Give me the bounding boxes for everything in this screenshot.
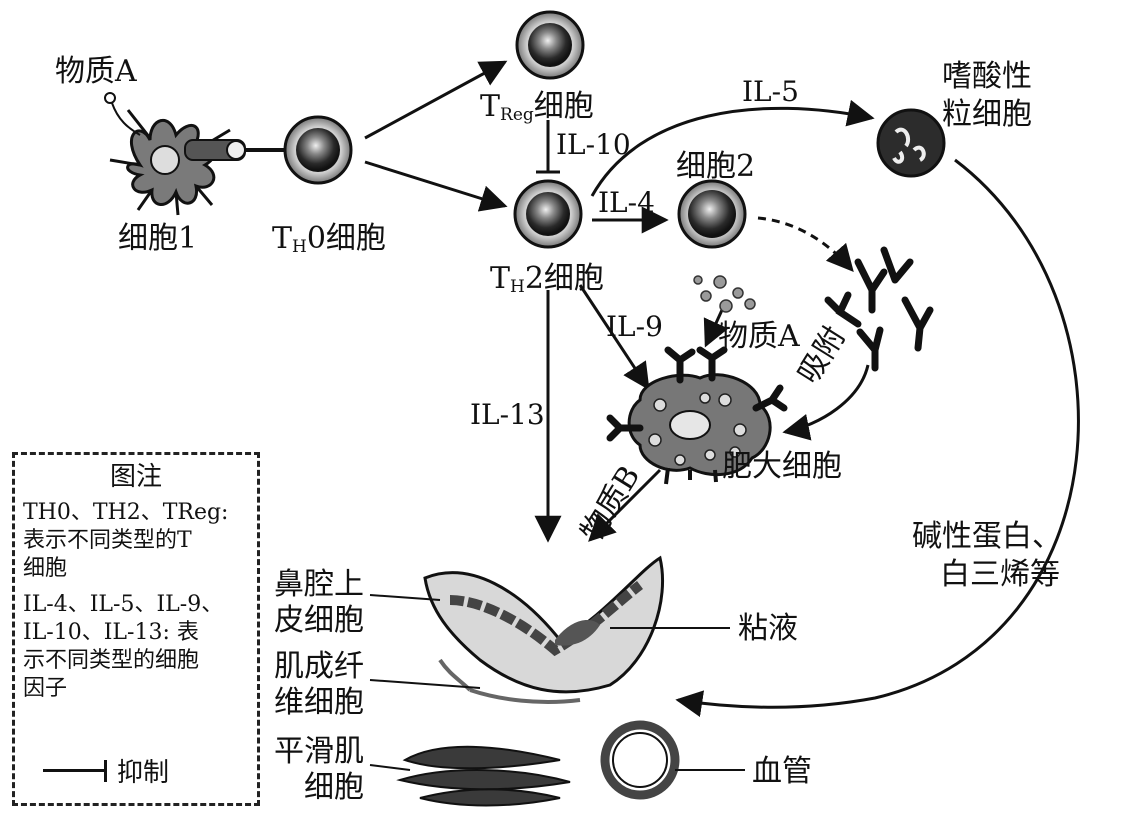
legend-cytokines: IL-4、IL-5、IL-9、 IL-10、IL-13: 表 示不同类型的细胞 … (23, 591, 249, 703)
nasal-epithelium (423, 555, 665, 704)
label-th0-cell: TH0细胞 (272, 221, 386, 258)
th2-cell (513, 179, 583, 249)
label-substance-a-mid: 物质A (718, 319, 800, 354)
label-th2-cell: TH2细胞 (490, 261, 604, 298)
inhibit-symbol-icon (43, 760, 107, 782)
legend-p2-line4: 因子 (23, 676, 68, 701)
legend-p2-line1: IL-4、IL-5、IL-9、 (23, 592, 224, 617)
legend-p1-line1: TH0、TH2、TReg: (23, 500, 229, 525)
label-il-9: IL-9 (606, 310, 663, 343)
label-eosinophil-line1: 嗜酸性 (942, 59, 1032, 94)
substance-a-particles (693, 275, 756, 313)
label-treg-cell: TReg细胞 (480, 89, 594, 126)
legend-inhibit: 抑制 (43, 752, 169, 789)
legend-p1-line3: 细胞 (23, 556, 68, 581)
label-fibroblast-line1: 肌成纤 (274, 649, 364, 684)
label-nasal-epithelium-line1: 鼻腔上 (274, 567, 364, 602)
legend-inhibit-label: 抑制 (117, 758, 170, 788)
legend-cell-types: TH0、TH2、TReg: 表示不同类型的T 细胞 (23, 499, 249, 583)
label-fibroblast-line2: 维细胞 (274, 685, 364, 720)
label-nasal-epithelium-line2: 皮细胞 (274, 603, 364, 638)
label-smooth-muscle-line2: 细胞 (304, 770, 364, 805)
dendritic-cell-1 (104, 92, 290, 216)
legend-p2-line2: IL-10、IL-13: 表 (23, 620, 199, 645)
label-il-13: IL-13 (470, 398, 545, 431)
label-cell-1: 细胞1 (118, 221, 198, 256)
label-smooth-muscle-line1: 平滑肌 (274, 734, 364, 769)
label-cell-2: 细胞2 (676, 149, 756, 184)
antibodies (824, 246, 934, 372)
label-basic-protein-line1: 碱性蛋白、 (912, 519, 1062, 554)
smooth-muscle-cells (396, 745, 571, 807)
label-eosinophil-line2: 粒细胞 (942, 97, 1032, 132)
label-mast-cell: 肥大细胞 (722, 449, 842, 484)
label-substance-a-top: 物质A (55, 54, 137, 89)
label-mucus: 粘液 (738, 611, 798, 646)
blood-vessel (600, 720, 680, 800)
treg-cell (515, 10, 585, 80)
legend-title: 图注 (109, 462, 162, 492)
label-il-4: IL-4 (598, 186, 655, 219)
mast-cell (606, 346, 788, 485)
eosinophil (876, 108, 946, 178)
label-basic-protein-line2: 白三烯等 (940, 557, 1060, 592)
label-il-10: IL-10 (556, 128, 631, 161)
arrows (364, 60, 1080, 718)
label-blood-vessel: 血管 (752, 754, 812, 789)
th0-cell (283, 115, 353, 185)
legend-box: 图注 TH0、TH2、TReg: 表示不同类型的T 细胞 IL-4、IL-5、I… (12, 452, 260, 806)
cell-2 (677, 179, 747, 249)
leader-lines (369, 594, 745, 771)
label-il-5: IL-5 (742, 75, 799, 108)
legend-p2-line3: 示不同类型的细胞 (23, 648, 200, 673)
legend-p1-line2: 表示不同类型的T (23, 528, 192, 553)
